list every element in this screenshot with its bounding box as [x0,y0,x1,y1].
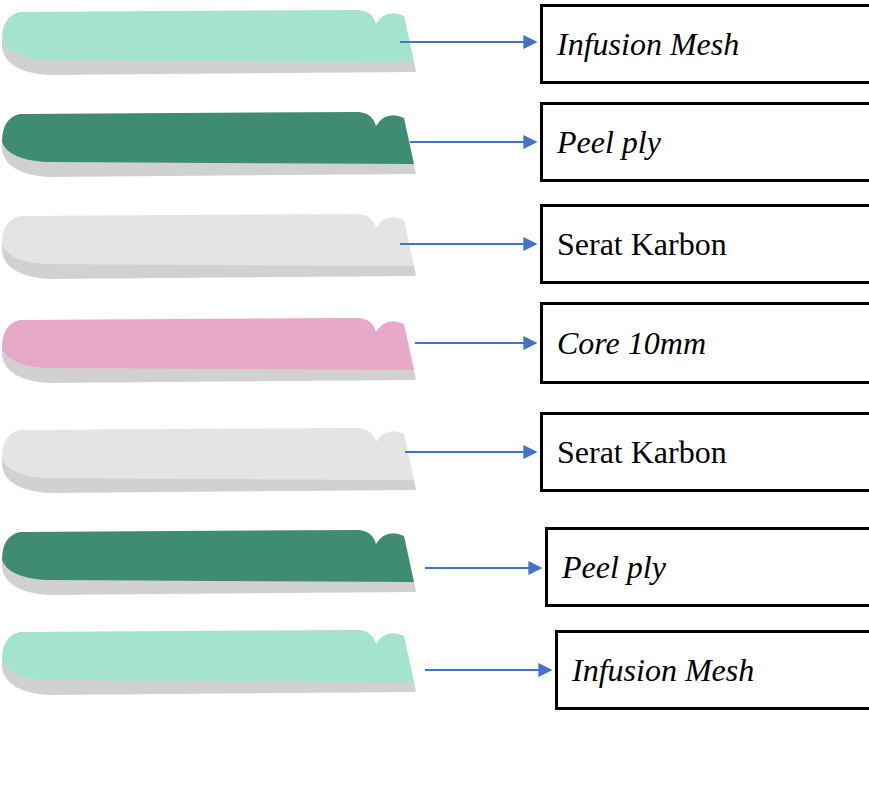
core-sheet [2,318,416,383]
carbon-fiber-sheet [2,214,416,279]
label-box: Infusion Mesh [540,4,869,84]
layer-name: Peel ply [548,549,666,586]
infusion-mesh-sheet [2,630,416,695]
layer-name: Serat Karbon [543,434,727,471]
infusion-mesh-sheet [2,10,416,75]
layer-name: Peel ply [543,124,661,161]
label-box: Peel ply [545,527,869,607]
label-box: Infusion Mesh [555,630,869,710]
peel-ply-sheet [2,112,416,177]
label-box: Serat Karbon [540,412,869,492]
label-box: Peel ply [540,102,869,182]
layer-name: Infusion Mesh [543,26,739,63]
label-box: Core 10mm [540,302,869,384]
carbon-fiber-sheet [2,428,416,493]
leader-arrows [400,42,551,670]
layer-name: Core 10mm [543,325,706,362]
layer-name: Serat Karbon [543,226,727,263]
label-box: Serat Karbon [540,204,869,284]
peel-ply-sheet [2,530,416,595]
layer-name: Infusion Mesh [558,652,754,689]
